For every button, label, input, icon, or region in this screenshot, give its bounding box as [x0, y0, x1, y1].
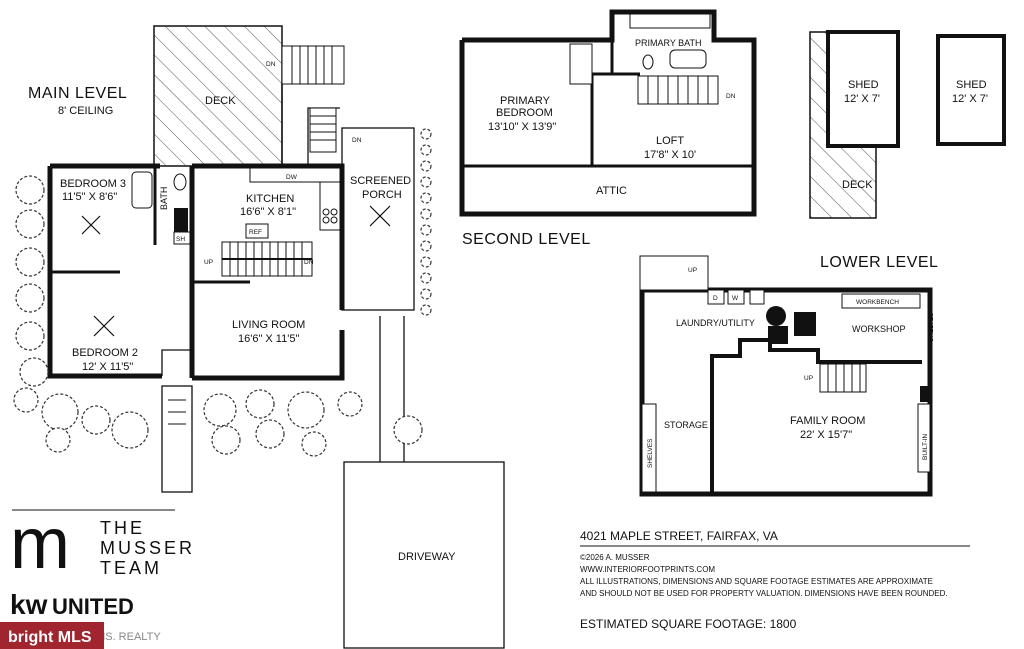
lower-stairs: [639, 255, 709, 291]
deck-label: DECK: [205, 95, 236, 107]
shed2-outline: [936, 34, 1006, 146]
kw-logo: kw: [10, 589, 48, 620]
dishwasher-label: DW: [286, 174, 298, 181]
shed1-outline: [826, 30, 900, 148]
shed2-label: SHED: [956, 79, 987, 91]
shed1-label: SHED: [848, 79, 879, 91]
shelves-right-label: SHELVES: [928, 312, 935, 342]
attic-label: ATTIC: [596, 185, 627, 197]
kitchen-label: KITCHEN: [246, 193, 294, 205]
bedroom3-dim: 11'5" X 8'6": [62, 191, 117, 203]
deck-stairs-dn: DN: [266, 61, 276, 68]
disclaimer-1: ALL ILLUSTRATIONS, DIMENSIONS AND SQUARE…: [580, 577, 933, 586]
website: WWW.INTERIORFOOTPRINTS.COM: [580, 565, 715, 574]
workbench-label: WORKBENCH: [856, 299, 899, 306]
primary-bedroom-dim: 13'10" X 13'9": [488, 121, 556, 133]
living-room-label: LIVING ROOM: [232, 319, 305, 331]
main-ceiling-label: 8' CEILING: [58, 105, 113, 117]
vanity-icon: [174, 208, 188, 232]
bathtub-icon: [131, 171, 153, 209]
refrigerator-label: REF: [249, 229, 262, 236]
bedroom2-dim: 12' X 11'5": [82, 361, 133, 373]
driveway-outline: [343, 461, 505, 649]
copyright: ©2026 A. MUSSER: [580, 553, 650, 562]
washer-label: W: [732, 295, 739, 302]
team-line-3: TEAM: [100, 558, 162, 578]
bedroom2-label: BEDROOM 2: [72, 347, 138, 359]
built-in-label: BUILT-IN: [922, 433, 929, 460]
range-icon: [319, 181, 341, 231]
team-line-1: THE: [100, 518, 145, 538]
disclaimer-2: AND SHOULD NOT BE USED FOR PROPERTY VALU…: [580, 589, 948, 598]
info-block: 4021 MAPLE STREET, FAIRFAX, VA ©2026 A. …: [580, 529, 970, 631]
deck-stairs: [281, 45, 345, 85]
screened-porch-outline: [341, 127, 415, 311]
shed2-dim: 12' X 7': [952, 93, 988, 105]
loft-dim: 17'8" X 10': [644, 149, 696, 161]
bedroom3-label: BEDROOM 3: [60, 178, 126, 190]
shower-label: SH: [176, 236, 185, 243]
square-footage: ESTIMATED SQUARE FOOTAGE: 1800: [580, 617, 797, 631]
kitchen-counter: [249, 167, 341, 183]
ceiling-fan-icon: [369, 205, 391, 227]
second-level-title: SECOND LEVEL: [462, 231, 591, 248]
front-steps: [161, 385, 193, 493]
dryer-label: D: [713, 295, 718, 302]
porch-stairs: [309, 107, 337, 153]
sink-icon: [749, 289, 765, 305]
ceiling-fan-icon: [93, 315, 115, 337]
water-heater-icon: [766, 306, 786, 326]
family-stairs-up: UP: [804, 375, 813, 382]
family-room-dim: 22' X 15'7": [800, 429, 852, 441]
kitchen-dim: 16'6" X 8'1": [240, 206, 296, 218]
deck-area: [153, 25, 283, 167]
bath-label: BATH: [159, 187, 169, 210]
main-stairs-up: UP: [204, 259, 213, 266]
lower-stairs-up: UP: [688, 267, 697, 274]
lower-level: LOWER LEVEL UP D W LAUNDRY/UTILITY WORKB…: [639, 254, 938, 497]
primary-bedroom-label-1: PRIMARY: [500, 95, 551, 107]
mls-badge: [0, 622, 104, 649]
logo-letter: m: [10, 504, 70, 584]
main-level: MAIN LEVEL 8' CEILING DECK DN DN SCREENE…: [13, 25, 505, 649]
toilet-icon: [173, 173, 187, 191]
family-room-label: FAMILY ROOM: [790, 415, 865, 427]
shed1-dim: 12' X 7': [844, 93, 880, 105]
shelves-left-label: SHELVES: [647, 438, 654, 468]
primary-bath-label: PRIMARY BATH: [635, 38, 702, 48]
family-stairs: [819, 363, 867, 393]
mls-label: bright MLS: [8, 629, 92, 646]
primary-bedroom-label-2: BEDROOM: [496, 107, 553, 119]
bathtub-icon: [669, 49, 707, 69]
loft-stairs-dn: DN: [726, 93, 736, 100]
lower-level-title: LOWER LEVEL: [820, 254, 938, 271]
laundry-label: LAUNDRY/UTILITY: [676, 318, 755, 328]
porch-stairs-dn: DN: [352, 137, 362, 144]
closet-icon: [569, 43, 593, 85]
refrigerator-icon: [245, 223, 269, 239]
second-level: PRIMARY BATH PRIMARY BEDROOM 13'10" X 13…: [459, 9, 757, 248]
screened-porch-label-2: PORCH: [362, 189, 402, 201]
screened-porch-label-1: SCREENED: [350, 175, 411, 187]
address: 4021 MAPLE STREET, FAIRFAX, VA: [580, 529, 778, 543]
ceiling-fan-icon: [81, 215, 101, 235]
furnace-icon: [768, 326, 788, 344]
vanity-icon: [629, 13, 711, 29]
main-level-title: MAIN LEVEL: [28, 85, 127, 102]
landscaping: [13, 128, 432, 457]
workbench: [841, 293, 921, 309]
kw-united: UNITED: [52, 594, 134, 619]
workshop-label: WORKSHOP: [852, 324, 906, 334]
toilet-icon: [642, 54, 654, 70]
main-stairs-dn: DN: [304, 259, 314, 266]
team-line-2: MUSSER: [100, 538, 195, 558]
branding: m THE MUSSER TEAM kw UNITED WILLIAMS. RE…: [0, 504, 195, 649]
storage-label: STORAGE: [664, 420, 708, 430]
living-room-dim: 16'6" X 11'5": [238, 333, 299, 345]
sheds: SHED 12' X 7' DECK SHED 12' X 7': [809, 30, 1006, 219]
shed-deck-label: DECK: [842, 179, 873, 191]
driveway-label: DRIVEWAY: [398, 551, 456, 563]
loft-label: LOFT: [656, 135, 684, 147]
